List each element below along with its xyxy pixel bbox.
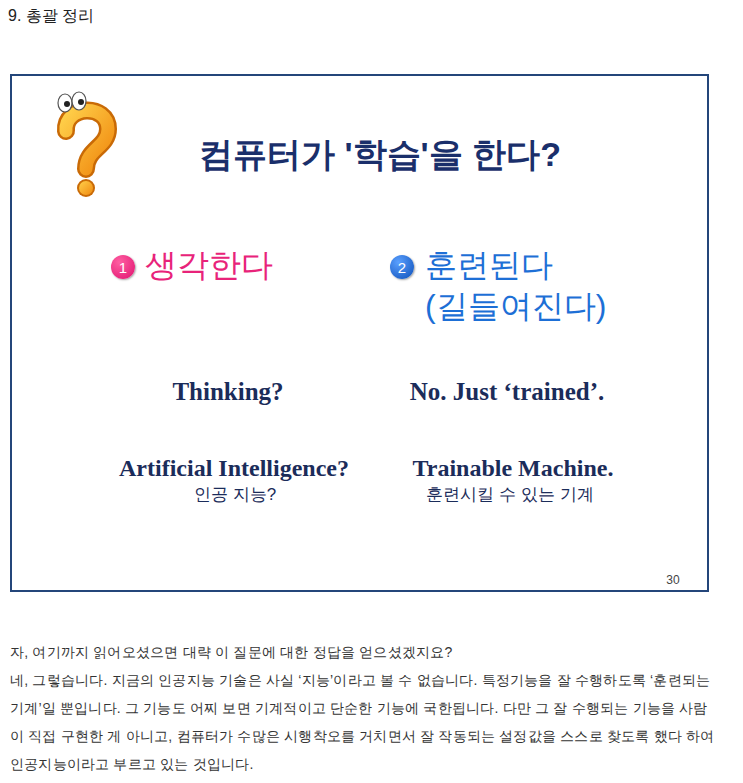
number-badge: 1	[111, 255, 135, 279]
number-badge: 2	[390, 255, 414, 279]
choice-text: 훈련된다	[425, 246, 553, 284]
korean-gloss: 인공 지능?	[194, 485, 276, 505]
choice-subtext: (길들여진다)	[425, 287, 606, 325]
korean-gloss: 훈련시킬 수 있는 기계	[426, 485, 593, 505]
english-phrase: Thinking?	[172, 377, 283, 407]
english-phrase: No. Just ‘trained’.	[410, 377, 604, 407]
slide-frame: 컴퓨터가 '학습'을 한다? 1 2 생각한다 훈련된다(길들여진다) Thinking?…	[10, 74, 709, 592]
page-heading: 9. 총괄 정리	[8, 6, 94, 27]
english-phrase: Artificial Intelligence?	[119, 454, 349, 483]
english-phrase: Trainable Machine.	[413, 454, 614, 483]
callout-number: 1	[119, 260, 127, 275]
body-paragraph: 자, 여기까지 읽어오셨으면 대략 이 질문에 대한 정답을 얻으셨겠지요?	[10, 638, 718, 666]
callout-number: 2	[398, 260, 406, 275]
choice-text: 생각한다	[145, 246, 273, 284]
body-paragraph: 네, 그렇습니다. 지금의 인공지능 기술은 사실 ‘지능’이라고 볼 수 없습…	[10, 666, 718, 778]
question-mark-icon	[50, 89, 120, 201]
slide-title: 컴퓨터가 '학습'을 한다?	[199, 132, 561, 178]
page-number: 30	[666, 573, 679, 587]
